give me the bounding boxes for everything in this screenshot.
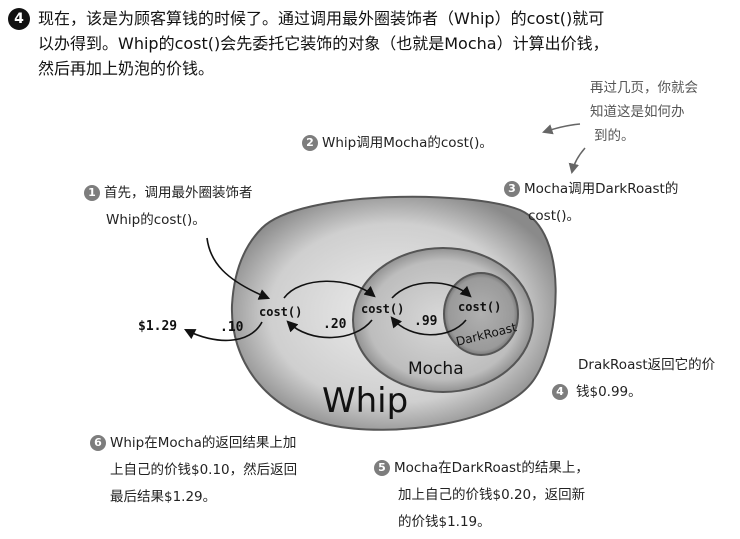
arrow-call-whip bbox=[206, 237, 271, 300]
mocha-price: .20 bbox=[323, 317, 347, 332]
total-price: $1.29 bbox=[138, 319, 177, 334]
step-1-line-1: 首先，调用最外圈装饰者 bbox=[104, 185, 253, 201]
arrow-return-darkroast bbox=[390, 316, 467, 336]
step-5-line-2: 加上自己的价钱$0.20，返回新 bbox=[398, 487, 586, 503]
intro-line-3: 然后再加上奶泡的价钱。 bbox=[38, 59, 215, 78]
mocha-label: Mocha bbox=[408, 359, 464, 379]
step-2-badge: 2 bbox=[302, 135, 318, 151]
side-note-line-2: 知道这是如何办 bbox=[590, 104, 685, 120]
note-arrow-left bbox=[542, 123, 581, 135]
step-4-line-1: DrakRoast返回它的价 bbox=[578, 357, 716, 373]
side-note: 再过几页，你就会 知道这是如何办 到的。 bbox=[590, 76, 730, 148]
step-6-line-2: 上自己的价钱$0.10，然后返回 bbox=[110, 462, 298, 478]
side-note-line-3: 到的。 bbox=[594, 128, 635, 144]
darkroast-price: .99 bbox=[414, 314, 437, 329]
step-5-line-1: Mocha在DarkRoast的结果上， bbox=[394, 460, 589, 476]
arrow-return-whip bbox=[184, 321, 263, 342]
side-note-line-1: 再过几页，你就会 bbox=[590, 80, 698, 96]
step-2-line-1: Whip调用Mocha的cost()。 bbox=[322, 135, 493, 151]
step-5-badge: 5 bbox=[374, 460, 390, 476]
step-6-line-1: Whip在Mocha的返回结果上加 bbox=[110, 435, 297, 451]
step-1-badge: 1 bbox=[84, 185, 100, 201]
intro-step-number: 4 bbox=[8, 8, 30, 30]
intro-line-1: 现在，该是为顾客算钱的时候了。通过调用最外圈装饰者（Whip）的cost()就可 bbox=[38, 9, 605, 28]
cost-call-whip: cost() bbox=[259, 305, 302, 319]
whip-label: Whip bbox=[322, 381, 408, 421]
cost-call-darkroast: cost() bbox=[458, 300, 501, 314]
arrow-call-darkroast bbox=[391, 281, 472, 299]
cost-call-mocha: cost() bbox=[361, 302, 404, 316]
arrow-return-mocha bbox=[286, 319, 373, 339]
step-4-line-2: 钱$0.99。 bbox=[576, 384, 642, 400]
step-3-badge: 3 bbox=[504, 181, 520, 197]
step-5-line-3: 的价钱$1.19。 bbox=[398, 514, 491, 530]
intro-line-2: 以办得到。Whip的cost()会先委托它装饰的对象（也就是Mocha）计算出价… bbox=[38, 34, 609, 53]
step-4: DrakRoast返回它的价 4 钱$0.99。 bbox=[552, 352, 715, 406]
step-4-badge: 4 bbox=[552, 384, 568, 400]
intro-paragraph: 4 现在，该是为顾客算钱的时候了。通过调用最外圈装饰者（Whip）的cost()… bbox=[8, 6, 733, 78]
step-1-line-2: Whip的cost()。 bbox=[106, 212, 206, 228]
whip-price: .10 bbox=[220, 320, 244, 335]
note-arrow-down bbox=[568, 147, 586, 175]
step-6-badge: 6 bbox=[90, 435, 106, 451]
step-6-line-3: 最后结果$1.29。 bbox=[110, 489, 217, 505]
step-3-line-2: cost()。 bbox=[528, 208, 581, 224]
arrow-call-mocha bbox=[283, 280, 376, 299]
step-3-line-1: Mocha调用DarkRoast的 bbox=[524, 181, 679, 197]
